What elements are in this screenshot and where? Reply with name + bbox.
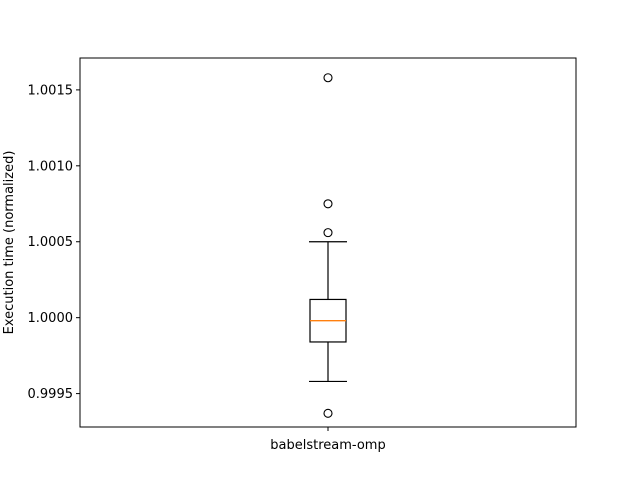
y-tick-label: 1.0005	[28, 235, 74, 250]
y-tick-label: 1.0000	[28, 311, 74, 326]
x-axis: babelstream-omp	[270, 427, 386, 453]
y-tick-label: 1.0015	[28, 83, 74, 98]
outlier-point	[323, 228, 333, 238]
y-tick-label: 0.9995	[28, 387, 74, 402]
boxplot-group	[309, 73, 347, 418]
outlier-point	[323, 408, 333, 418]
outlier-point	[323, 199, 333, 209]
y-tick-label: 1.0010	[28, 159, 74, 174]
y-axis: 0.9995 1.0000 1.0005 1.0010 1.0015	[28, 83, 80, 402]
outlier-point	[323, 73, 333, 83]
y-axis-label: Execution time (normalized)	[2, 151, 17, 335]
x-tick-label: babelstream-omp	[270, 438, 385, 453]
